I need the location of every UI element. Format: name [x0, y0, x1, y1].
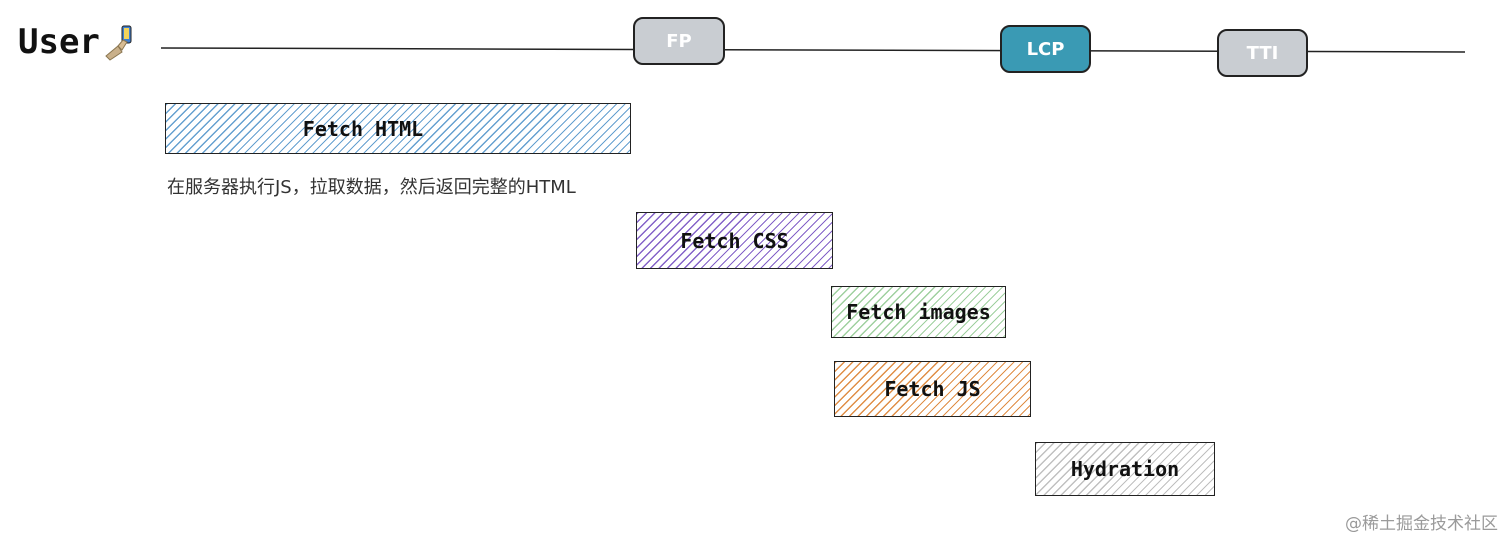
task-hydration: Hydration [1035, 442, 1215, 496]
task-fetch-images: Fetch images [831, 286, 1006, 338]
task-hydration-label: Hydration [1070, 457, 1180, 481]
task-fetch-images-label: Fetch images [846, 300, 991, 324]
task-fetch-css-label: Fetch CSS [680, 228, 789, 253]
milestone-lcp: LCP [1000, 25, 1091, 73]
milestone-fp-label: FP [666, 30, 692, 52]
milestone-tti-label: TTI [1246, 42, 1279, 64]
user-label: User [18, 22, 100, 62]
milestone-fp: FP [633, 17, 725, 65]
watermark: @稀土掘金技术社区 [1345, 514, 1498, 534]
milestone-tti: TTI [1217, 29, 1308, 77]
fetch-html-caption: 在服务器执行JS，拉取数据，然后返回完整的HTML [167, 177, 576, 198]
task-fetch-html: Fetch HTML [165, 103, 631, 154]
milestone-lcp-label: LCP [1026, 38, 1065, 60]
task-fetch-html-label: Fetch HTML [302, 116, 424, 141]
task-fetch-js: Fetch JS [834, 361, 1031, 417]
mobile-phone-hand-icon [105, 25, 132, 61]
task-fetch-css: Fetch CSS [636, 212, 833, 269]
task-fetch-js-label: Fetch JS [884, 377, 981, 401]
